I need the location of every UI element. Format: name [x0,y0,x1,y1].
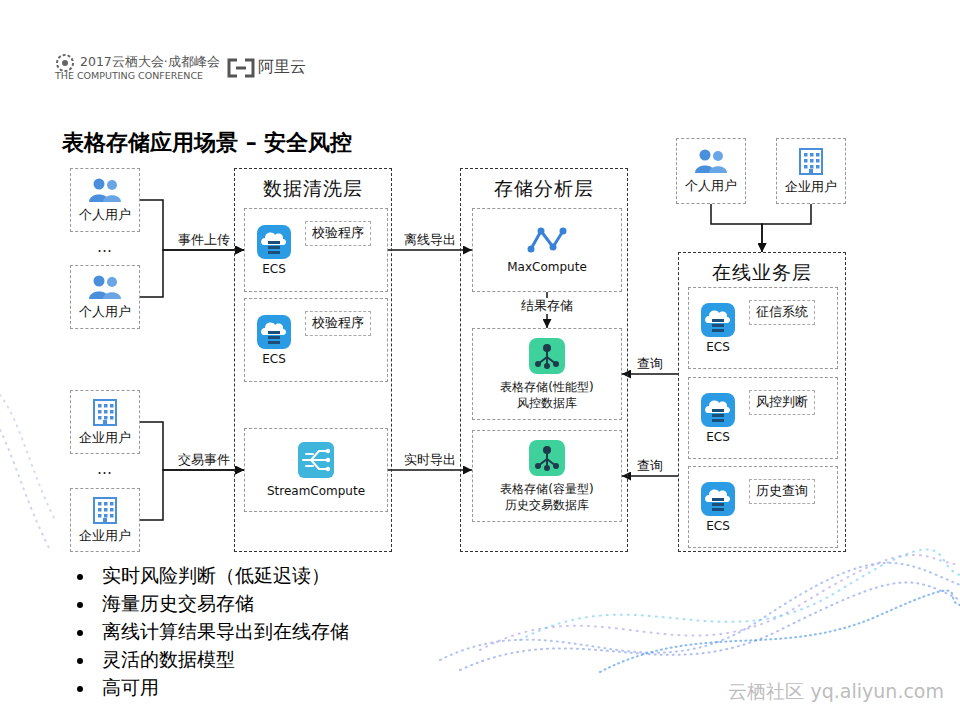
ecs-box: ECS 校验程序 [244,208,388,292]
ecs-column: ECS [695,392,741,444]
ecs-column: ECS [251,224,297,276]
user-label: 企业用户 [79,528,131,545]
edge-label: 结果存储 [518,298,576,314]
ecs-box: ECS 征信系统 [688,287,838,369]
ecs-icon [256,224,292,260]
ellipsis: … [97,238,112,257]
edge-label: 实时导出 [401,452,459,468]
bullet-dot [77,686,83,692]
layer-heading: 数据清洗层 [235,176,391,202]
bullet-dot [77,630,83,636]
arrow-connector [140,470,244,520]
program-box: 校验程序 [305,221,371,246]
ecs-label: ECS [706,340,730,354]
ecs-icon [700,302,736,338]
brand-name: 阿里云 [258,57,306,77]
ellipsis: … [97,460,112,479]
service-label: StreamCompute [267,484,365,500]
layer-heading: 在线业务层 [679,260,845,286]
maxcompute-icon [525,225,569,255]
watermark: 云栖社区 yq.aliyun.com [728,680,944,704]
user-box: 个人用户 [70,168,140,232]
program-box: 风控判断 [749,390,815,415]
user-label: 企业用户 [785,179,837,196]
table-store-icon [528,337,566,375]
user-box: 企业用户 [70,488,140,552]
arrow-connector [140,250,244,297]
bullet-text: 灵活的数据模型 [102,648,235,672]
edge-label: 交易事件 [175,452,233,468]
building-icon [87,397,123,427]
ecs-icon [700,481,736,517]
edge-label: 查询 [634,458,666,474]
service-label: 表格存储(性能型) 风控数据库 [484,380,610,411]
building-icon [793,146,829,176]
building-icon [87,495,123,525]
user-icon [85,176,125,204]
ecs-box: ECS 校验程序 [244,298,388,382]
bullet-text: 海量历史交易存储 [102,592,254,616]
aliyun-logo [229,60,253,76]
bullet-text: 高可用 [102,676,159,700]
ecs-icon [700,392,736,428]
program-box: 征信系统 [749,300,815,325]
service-box: 表格存储(性能型) 风控数据库 [472,328,622,420]
bullet-dot [77,658,83,664]
bullet-dot [77,602,83,608]
program-box: 历史查询 [749,479,815,504]
bullet-text: 实时风险判断（低延迟读） [102,564,330,588]
layer-panel: MaxCompute 表格存储(性能型) 风控数据库表格存储(容量型) 历史交易数… [460,168,628,552]
ecs-column: ECS [695,302,741,354]
arrow-connector [711,204,762,252]
conference-logo [57,55,73,71]
edge-label: 事件上传 [175,232,233,248]
layer-heading: 存储分析层 [461,176,627,202]
user-label: 个人用户 [79,304,131,321]
ecs-box: ECS 历史查询 [688,466,838,548]
table-store-icon [528,439,566,477]
service-label: MaxCompute [507,260,587,276]
arrow-connector [622,373,678,375]
user-label: 个人用户 [79,207,131,224]
ecs-label: ECS [706,430,730,444]
ecs-label: ECS [262,352,286,366]
ecs-label: ECS [706,519,730,533]
bullet-dot [77,574,83,580]
arrow-connector [762,204,811,252]
ecs-box: ECS 风控判断 [688,377,838,459]
user-label: 个人用户 [685,178,737,195]
bullet-text: 离线计算结果导出到在线存储 [102,620,349,644]
service-box: MaxCompute [472,208,622,292]
layer-panel: ECS 征信系统 ECS 风控判断 ECS 历史查询 在线业务层 [678,252,846,552]
streamcompute-icon [297,441,335,479]
slide-title: 表格存储应用场景 – 安全风控 [62,128,352,158]
arrow-connector [622,475,678,477]
ecs-column: ECS [695,481,741,533]
user-label: 企业用户 [79,430,131,447]
service-box: StreamCompute [244,428,388,512]
arrow-connector [140,200,244,250]
service-label: 表格存储(容量型) 历史交易数据库 [484,482,610,513]
service-box: 表格存储(容量型) 历史交易数据库 [472,430,622,522]
ecs-icon [256,314,292,350]
edge-label: 查询 [634,356,666,372]
layer-panel: ECS 校验程序 ECS 校验程序 StreamCompute 数据清洗层 [234,168,392,552]
ecs-label: ECS [262,262,286,276]
user-icon [85,273,125,301]
edge-label: 离线导出 [401,232,459,248]
user-icon [691,147,731,175]
user-box: 个人用户 [676,138,746,204]
arrow-connector [140,422,244,470]
user-box: 企业用户 [70,390,140,454]
user-box: 企业用户 [776,138,846,204]
conference-name: 2017云栖大会·成都峰会 [80,54,220,70]
program-box: 校验程序 [305,311,371,336]
conference-subtitle: THE COMPUTING CONFERENCE [55,70,203,82]
user-box: 个人用户 [70,265,140,329]
ecs-column: ECS [251,314,297,366]
